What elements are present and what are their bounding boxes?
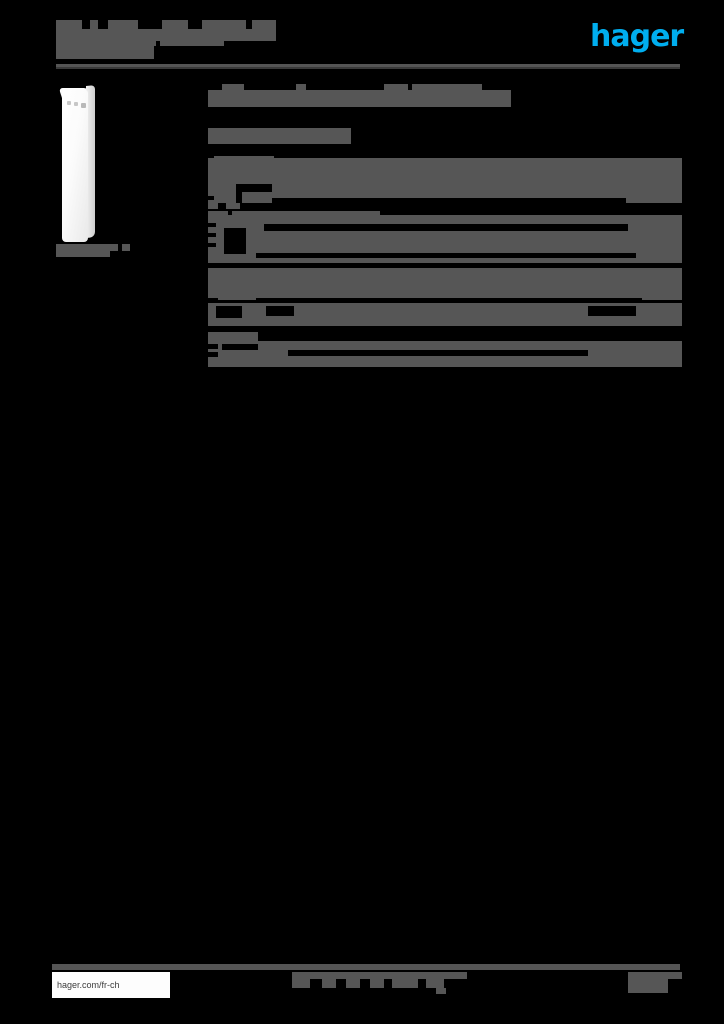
content-column [208,84,682,374]
product-caption [56,244,176,262]
product-column [52,84,192,269]
title-fragment [202,20,246,29]
page-footer: hager.com/fr-ch [0,964,724,1024]
document-title [56,16,296,59]
footer-url-box[interactable]: hager.com/fr-ch [52,972,170,998]
spec-value-gap [288,350,588,356]
footer-bar [292,979,310,988]
spec-text-gap [208,344,218,349]
header-divider-shadow [56,67,680,69]
heading-bar [208,90,511,107]
spec-text-gap [224,228,246,254]
caption-bar [122,244,130,251]
hager-logo-text: hager [590,19,684,54]
title-line-2a [56,41,156,46]
heading-ascender [222,84,244,90]
spec-text-gap [208,298,218,303]
section-heading [208,84,682,114]
spec-text-gap [222,344,258,350]
heading-ascender [384,84,408,90]
spec-value-gap [264,224,628,231]
device-front-face [62,90,88,242]
footer-bar [292,972,467,979]
title-tick [176,43,182,46]
spec-text-gap [208,196,214,200]
spec-row-marker [226,203,240,209]
spec-text-gap [236,190,242,204]
device-indicator-icon [67,101,71,105]
page-header: hager [0,0,724,72]
title-fragment [90,20,98,29]
spec-group [208,268,682,326]
spec-band [208,158,682,203]
heading-ascender [468,84,482,90]
spec-text-gap [236,184,272,192]
footer-bar [426,979,444,988]
device-indicator-icon [74,102,78,106]
spec-group [208,211,682,272]
header-divider [56,64,680,67]
device-sensor-icon [81,103,86,108]
spec-row-marker [208,203,218,209]
footer-bar [436,988,446,994]
section-subheading [208,122,682,144]
hager-logo: hager [590,19,684,54]
footer-bar [628,979,668,993]
spec-group [208,328,682,370]
spec-band [208,303,682,326]
title-fragment [56,20,82,29]
spec-text-gap [208,233,216,237]
title-line-2b [160,41,224,46]
spec-band [208,268,682,300]
spec-group [208,156,682,213]
footer-bar [628,972,682,979]
footer-bar [370,979,384,988]
spec-text-gap [208,352,218,357]
subheading-bar [208,128,351,144]
footer-page-number [628,972,682,993]
spec-text-gap [208,243,216,247]
footer-divider [52,964,680,970]
title-fragment [252,20,276,29]
footer-bar [346,979,360,988]
spec-text-gap [588,306,636,316]
footer-center-text [292,972,467,996]
caption-bar [56,244,118,251]
footer-bar [322,979,336,988]
spec-text-gap [208,223,216,227]
spec-value-gap [272,198,626,204]
title-line-3 [56,46,154,59]
spec-text-gap [216,306,242,318]
spec-value-gap [256,298,642,303]
spec-text-gap [266,306,294,316]
specification-table [208,156,682,370]
heading-ascender [412,84,472,90]
title-fragment [162,20,188,29]
heading-ascender [296,84,306,90]
spec-label-ascender [214,156,274,160]
spec-value-gap [256,253,636,258]
footer-url[interactable]: hager.com/fr-ch [57,980,120,990]
device-illustration [58,85,96,244]
title-fragment [108,20,138,29]
title-line-1 [56,29,276,41]
footer-bar [392,979,418,988]
caption-bar [56,251,110,257]
product-image [52,84,172,244]
spec-band [208,211,228,215]
spec-band [208,332,258,341]
spec-band [232,211,380,215]
